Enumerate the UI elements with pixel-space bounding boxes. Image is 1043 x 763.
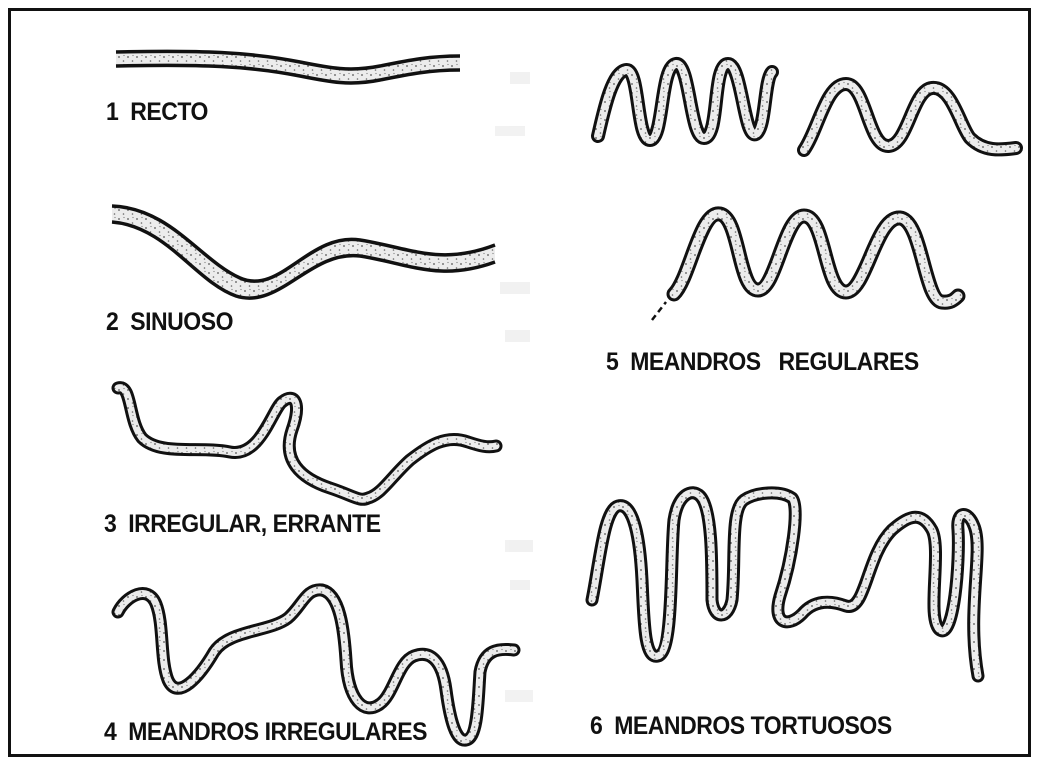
- channel-meandros-tortuosos: [592, 493, 978, 676]
- background-text-bleed: [495, 72, 533, 702]
- channel-sinuoso: [112, 206, 495, 298]
- channel-irregular: [118, 388, 496, 500]
- label-recto: 1 RECTO: [106, 98, 208, 127]
- label-meandros-regulares: 5 MEANDROS REGULARES: [606, 348, 919, 377]
- channel-meandros-regulares-c: [652, 214, 958, 320]
- channel-recto: [116, 51, 460, 83]
- channel-meandros-regulares-a: [598, 64, 772, 140]
- label-sinuoso: 2 SINUOSO: [106, 308, 233, 337]
- label-meandros-tortuosos: 6 MEANDROS TORTUOSOS: [590, 712, 892, 741]
- channel-meandros-regulares-b: [804, 84, 1016, 150]
- label-meandros-irregulares: 4 MEANDROS IRREGULARES: [104, 718, 427, 747]
- label-irregular-errante: 3 IRREGULAR, ERRANTE: [104, 510, 381, 539]
